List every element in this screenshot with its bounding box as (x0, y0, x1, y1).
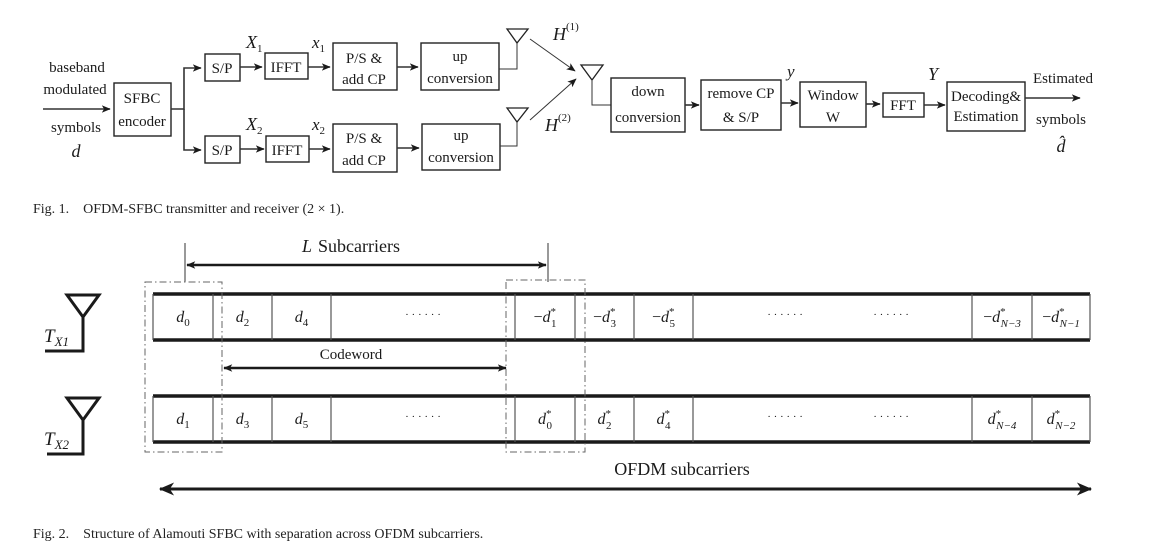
output-label-2: symbols (1036, 112, 1086, 128)
down-label-2: conversion (615, 110, 681, 126)
output-label-1: Estimated (1033, 71, 1093, 87)
y-label: y (785, 62, 795, 81)
input-label-line1: baseband (49, 60, 105, 76)
ellipsis: · · · · · · (873, 411, 909, 423)
subcarrier-symbol: d4 (295, 309, 309, 329)
window-box (799, 81, 867, 128)
fig1-caption: Fig. 1. OFDM-SFBC transmitter and receiv… (33, 202, 344, 217)
up-conversion-box-top (420, 42, 500, 91)
subcarrier-symbol: d*N−2 (1047, 408, 1076, 432)
ps-label-top-2: add CP (342, 72, 386, 88)
output-symbol-dhat: d̂ (1057, 135, 1067, 156)
encoder-label-1: SFBC (124, 91, 161, 107)
subcarrier-symbol: d3 (236, 411, 250, 431)
sp-box-top (204, 53, 241, 82)
subcarrier-symbol: −d*3 (593, 306, 617, 330)
ofdm-subcarriers-label: OFDM subcarriers (614, 459, 749, 479)
X2-label: X2 (245, 114, 263, 137)
down-conversion-box (610, 77, 686, 133)
down-label-1: down (631, 84, 665, 100)
up-label-top-2: conversion (427, 71, 493, 87)
tx1-label: TX1 (44, 326, 69, 349)
x2-label: x2 (311, 115, 325, 137)
window-label-1: Window (807, 88, 858, 104)
subcarrier-symbol: d0 (176, 309, 190, 329)
subcarrier-symbol: d*2 (598, 408, 612, 432)
ps-addcp-box-top (332, 42, 398, 91)
input-label-line3: symbols (51, 120, 101, 136)
ellipsis: · · · · · · (405, 309, 441, 321)
decoding-box (946, 81, 1026, 132)
tx1-antenna-icon (64, 293, 102, 320)
tx-antenna-feed-bottom (500, 122, 518, 147)
ellipsis: · · · · · · (767, 411, 803, 423)
tx2-subcarrier-row: d1 d3 d5 · · · · · · d*0 d*2 d*4 · · · · · · · ·… (152, 394, 1091, 444)
up-label-bottom-1: up (454, 128, 469, 144)
tx-antenna-icon-bottom (505, 107, 530, 124)
subcarrier-symbol: −d*N−3 (983, 306, 1021, 330)
ifft-label-bottom: IFFT (272, 143, 303, 159)
tx-antenna-feed-top (499, 43, 518, 70)
fig2-caption: Fig. 2. Structure of Alamouti SFBC with … (33, 527, 483, 542)
channel-arrow-1 (529, 38, 576, 72)
sp-label-bottom: S/P (212, 143, 233, 159)
ifft-label-top: IFFT (271, 60, 302, 76)
split-arrow-top (171, 64, 202, 110)
ellipsis: · · · · · · (405, 411, 441, 423)
codeword-group-2 (505, 279, 586, 453)
sp-label-top: S/P (212, 61, 233, 77)
channel-arrow-2 (529, 78, 577, 121)
subcarrier-symbol: −d*1 (533, 306, 556, 330)
tx1-antenna: TX1 (44, 293, 102, 353)
up-label-top-1: up (453, 49, 468, 65)
tx-antenna-icon-top (505, 28, 530, 45)
ellipsis: · · · · · · (873, 309, 909, 321)
subcarrier-symbol: d1 (176, 411, 190, 431)
window-label-2: W (826, 110, 841, 126)
input-label-line2: modulated (43, 82, 107, 98)
Y-label: Y (928, 64, 940, 84)
remove-label-1: remove CP (707, 86, 774, 102)
codeword-group-1 (144, 281, 223, 453)
rx-antenna-feed (591, 80, 611, 106)
subcarrier-symbol: d*4 (657, 408, 672, 432)
decode-label-1: Decoding& (951, 89, 1021, 105)
rx-antenna-icon (579, 64, 605, 82)
x1-label: x1 (311, 33, 325, 55)
ps-label-bottom-1: P/S & (346, 131, 383, 147)
up-conversion-box-bottom (421, 123, 501, 171)
ps-label-top-1: P/S & (346, 51, 383, 67)
subcarrier-symbol: d*N−4 (988, 408, 1017, 432)
fft-box (882, 92, 925, 118)
ellipsis: · · · · · · (767, 309, 803, 321)
up-label-bottom-2: conversion (428, 150, 494, 166)
X1-label: X1 (245, 32, 263, 55)
subcarrier-symbol: d*0 (538, 408, 553, 432)
encoder-label-2: encoder (118, 114, 165, 130)
fig1-block-diagram: baseband modulated symbols d SFBC encode… (43, 21, 1093, 173)
H2-label: H(2) (544, 112, 571, 135)
ifft-box-top (264, 52, 309, 80)
fft-label: FFT (890, 98, 916, 114)
ps-label-bottom-2: add CP (342, 153, 386, 169)
input-symbol-d: d (72, 141, 82, 161)
H1-label: H(1) (552, 21, 579, 44)
tx2-label: TX2 (44, 429, 70, 452)
remove-label-2: & S/P (723, 110, 759, 126)
subcarrier-symbol: −d*N−1 (1042, 306, 1080, 330)
remove-cp-box (700, 79, 782, 131)
subcarrier-symbol: d2 (236, 309, 250, 329)
tx2-antenna: TX2 (44, 396, 102, 456)
split-arrow-bottom (183, 109, 202, 154)
codeword-label: Codeword (320, 347, 383, 363)
tx1-subcarrier-row: d0 d2 d4 · · · · · · −d*1 −d*3 −d*5 · · · · · ·… (152, 292, 1091, 342)
decode-label-2: Estimation (954, 109, 1019, 125)
subcarrier-symbol: −d*5 (652, 306, 676, 330)
subcarrier-symbol: d5 (295, 411, 309, 431)
tx2-antenna-icon (64, 396, 102, 423)
